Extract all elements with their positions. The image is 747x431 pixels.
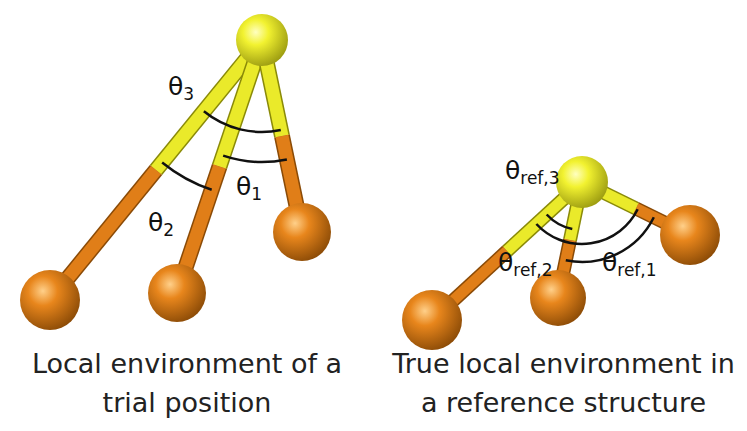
angle-label: θ3	[168, 74, 194, 103]
central-atom	[556, 156, 608, 208]
neighbour-atom	[660, 205, 720, 265]
neighbour-atom	[20, 270, 80, 330]
angle-arc	[204, 111, 281, 132]
angle-arc	[547, 214, 573, 229]
angle-label: θref,2	[498, 250, 553, 279]
panel-caption: Local environment of a trial position	[22, 344, 352, 422]
neighbour-atom	[402, 290, 462, 350]
angle-label: θ2	[148, 210, 174, 239]
neighbour-atom	[273, 203, 331, 261]
central-atom	[236, 14, 288, 66]
neighbour-atom	[148, 264, 206, 322]
angle-arc	[536, 209, 637, 244]
angle-label: θref,1	[602, 250, 657, 279]
angle-arc	[223, 156, 287, 162]
panel-caption: True local environment in a reference st…	[385, 344, 742, 422]
angle-label: θref,3	[505, 158, 560, 187]
angle-arc	[162, 162, 212, 189]
angle-label: θ1	[236, 174, 262, 203]
